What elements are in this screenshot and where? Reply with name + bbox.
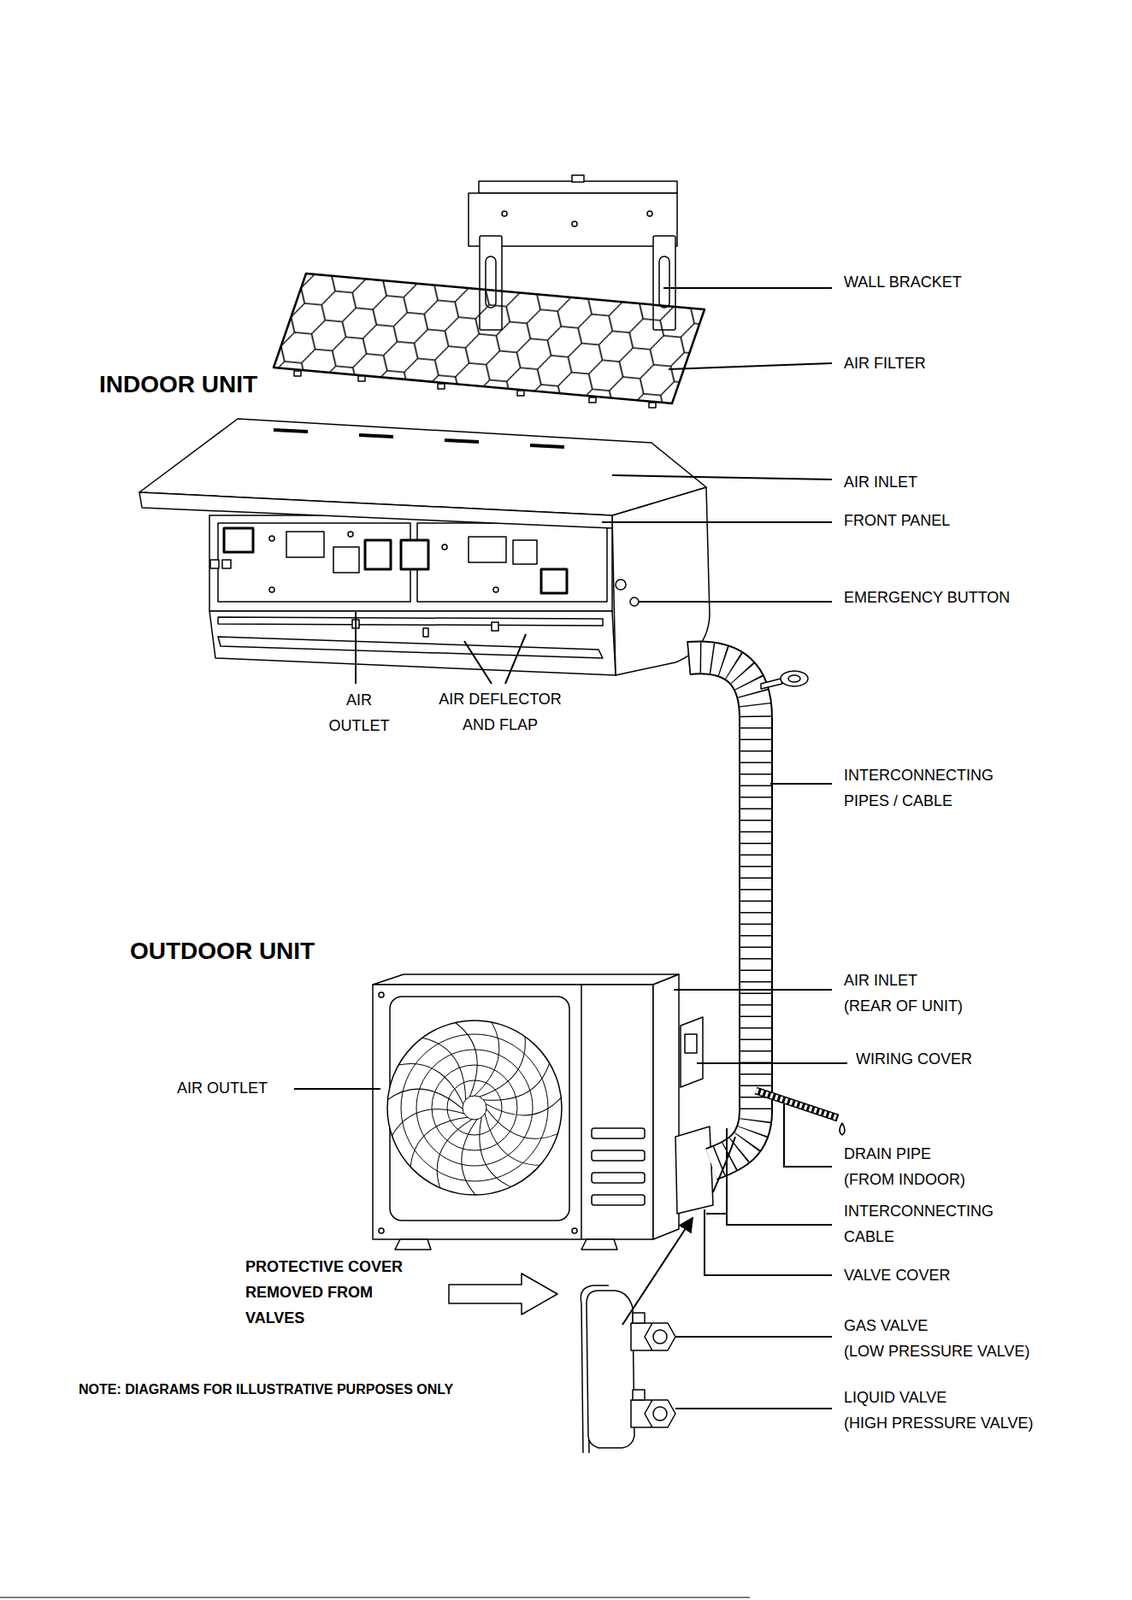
part-label: INTERCONNECTING CABLE: [843, 1198, 994, 1250]
valve-closeup: [580, 1285, 676, 1454]
indoor-unit: [139, 418, 710, 676]
part-label: INTERCONNECTING PIPES / CABLE: [843, 762, 994, 814]
outdoor-unit: [372, 974, 714, 1250]
tape-roll: [760, 671, 808, 690]
part-label: VALVE COVER: [843, 1262, 950, 1289]
unit-heading: INDOOR UNIT: [99, 370, 258, 400]
drain-pipe: [755, 1090, 845, 1136]
page-rule: [0, 1597, 750, 1599]
part-label: WALL BRACKET: [843, 269, 962, 295]
part-label: FRONT PANEL: [843, 507, 950, 534]
note-text: NOTE: DIAGRAMS FOR ILLUSTRATIVE PURPOSES…: [78, 1381, 454, 1399]
pipe-bundle: [688, 657, 756, 1215]
part-label: EMERGENCY BUTTON: [843, 584, 1010, 611]
part-label: GAS VALVE (LOW PRESSURE VALVE): [843, 1313, 1030, 1365]
hollow-arrow: [448, 1273, 558, 1315]
callout-note: PROTECTIVE COVER REMOVED FROM VALVES: [245, 1254, 403, 1332]
air-filter: [273, 273, 705, 408]
leader-lines: [294, 288, 848, 1410]
part-label: AIR DEFLECTOR AND FLAP: [371, 686, 629, 738]
part-label: AIR OUTLET: [176, 1075, 268, 1102]
part-label: AIR INLET: [843, 469, 918, 496]
unit-heading: OUTDOOR UNIT: [129, 937, 315, 967]
part-label: AIR FILTER: [843, 350, 926, 377]
part-label: DRAIN PIPE (FROM INDOOR): [843, 1141, 966, 1193]
part-label: WIRING COVER: [855, 1046, 973, 1073]
part-label: AIR INLET (REAR OF UNIT): [843, 967, 963, 1020]
part-label: LIQUID VALVE (HIGH PRESSURE VALVE): [843, 1385, 1033, 1437]
